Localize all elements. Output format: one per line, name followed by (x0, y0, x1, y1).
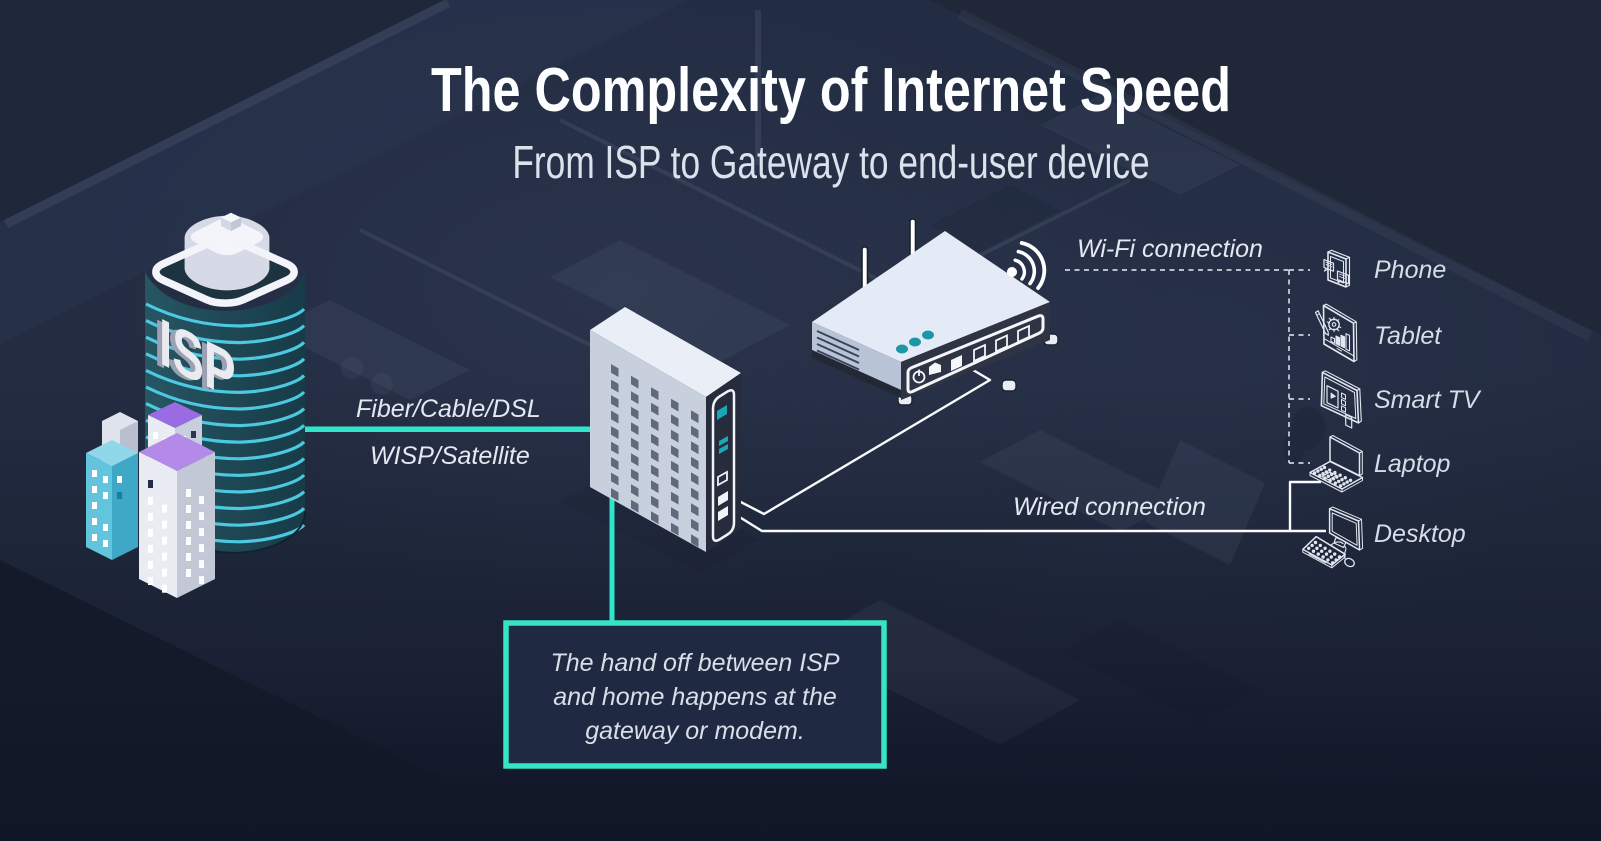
svg-text:WISP/Satellite: WISP/Satellite (370, 442, 530, 470)
svg-text:The hand off between ISP: The hand off between ISP (550, 649, 839, 677)
svg-text:Phone: Phone (1374, 256, 1446, 284)
svg-text:Fiber/Cable/DSL: Fiber/Cable/DSL (356, 395, 541, 423)
svg-text:Tablet: Tablet (1374, 322, 1442, 350)
svg-text:gateway or modem.: gateway or modem. (585, 717, 805, 745)
svg-text:From ISP to Gateway to end-use: From ISP to Gateway to end-user device (512, 137, 1149, 189)
svg-text:The Complexity of Internet Spe: The Complexity of Internet Speed (431, 55, 1231, 124)
svg-text:Wired connection: Wired connection (1013, 493, 1206, 521)
svg-text:and home happens at the: and home happens at the (553, 683, 837, 711)
svg-text:Wi-Fi connection: Wi-Fi connection (1077, 235, 1263, 263)
svg-text:Desktop: Desktop (1374, 520, 1466, 548)
svg-text:Laptop: Laptop (1374, 450, 1451, 478)
svg-text:Smart TV: Smart TV (1374, 386, 1482, 414)
